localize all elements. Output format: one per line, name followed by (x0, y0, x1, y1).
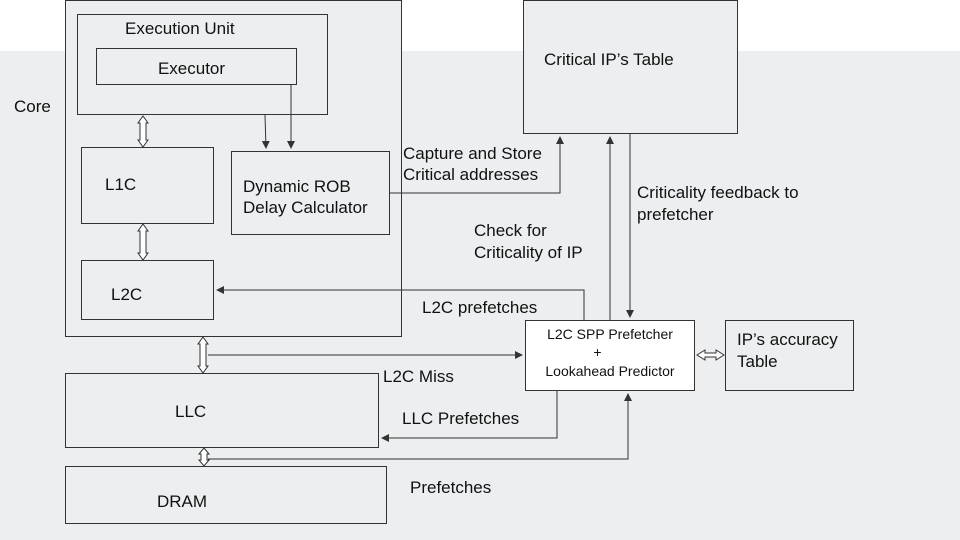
capture-store-line1: Capture and Store (403, 144, 542, 163)
critical-ip-table-box (523, 0, 738, 134)
capture-store-line2: Critical addresses (403, 165, 539, 184)
l2c-label: L2C (111, 285, 143, 304)
l1c-l2c-double-arrow (137, 223, 149, 261)
critical-ip-table-label: Critical IP’s Table (544, 50, 674, 69)
l1c-label: L1C (105, 175, 137, 194)
ip-accuracy-table-box (725, 320, 854, 391)
rob-delay-calculator-line2: Delay Calculator (243, 198, 368, 217)
llc-box (65, 373, 379, 448)
l2c-box (81, 260, 214, 320)
check-criticality-line1: Check for (474, 221, 547, 240)
core-label: Core (14, 97, 51, 116)
prefetcher-accuracy-double-arrow (696, 349, 725, 361)
prefetcher-box (525, 320, 695, 391)
check-criticality-line2: Criticality of IP (474, 243, 583, 262)
dram-to-prefetcher-arrow (208, 393, 632, 460)
exec-l1c-double-arrow (137, 115, 149, 148)
ip-accuracy-line1: IP’s accuracy (737, 330, 838, 349)
ip-accuracy-line2: Table (737, 352, 778, 371)
l2c-prefetches-label: L2C prefetches (422, 298, 538, 317)
core-llc-double-arrow (197, 336, 209, 374)
executor-box (96, 48, 297, 85)
prefetcher-to-l2c-arrow (216, 286, 585, 320)
rob-delay-calculator-line1: Dynamic ROB (243, 177, 351, 196)
executor-label: Executor (157, 59, 226, 78)
llc-prefetches-label: LLC Prefetches (402, 409, 520, 428)
criticality-feedback-line2: prefetcher (637, 205, 714, 224)
prefetches-label: Prefetches (410, 478, 492, 497)
exec-to-rob-arrow (261, 114, 270, 149)
prefetcher-line2: + (593, 344, 602, 360)
prefetcher-to-llc-arrow (381, 391, 558, 442)
l1c-box (81, 147, 214, 224)
execution-unit-label: Execution Unit (125, 19, 235, 38)
dram-box (65, 466, 387, 524)
llc-label: LLC (175, 402, 207, 421)
prefetcher-line1: L2C SPP Prefetcher (547, 326, 673, 342)
dram-label: DRAM (157, 492, 208, 511)
llc-dram-double-arrow (197, 447, 211, 467)
rob-delay-calculator-box (231, 151, 390, 235)
rob-to-critical-table-arrow (390, 136, 564, 194)
criticality-feedback-line1: Criticality feedback to (637, 183, 799, 202)
l2c-miss-label: L2C Miss (383, 367, 454, 386)
prefetcher-line3: Lookahead Predictor (545, 363, 675, 379)
